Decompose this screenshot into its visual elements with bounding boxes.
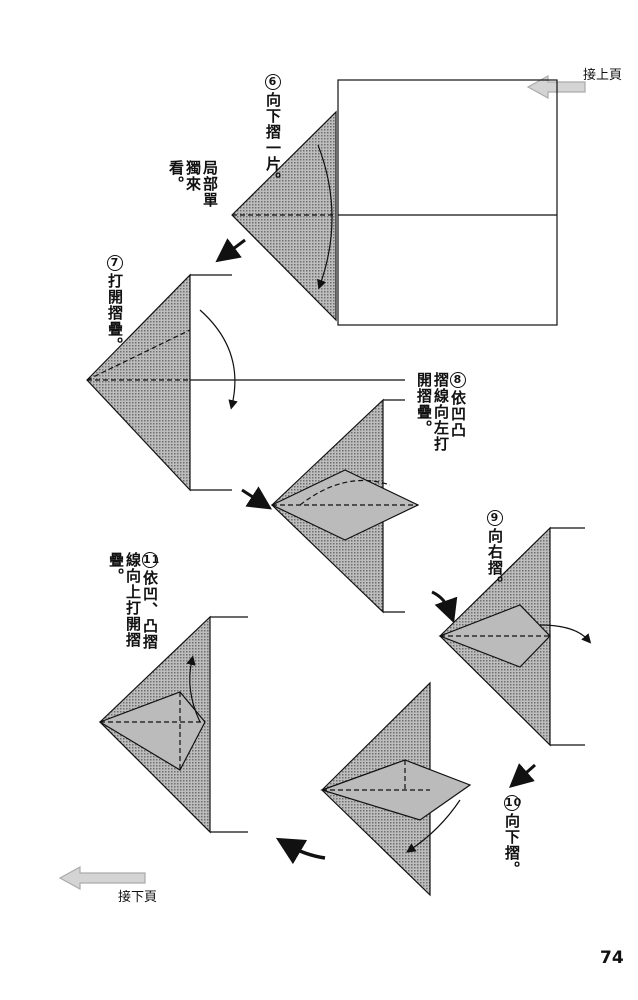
step-10-instruction: 10向下摺。 bbox=[503, 795, 523, 877]
step-8-figure bbox=[270, 398, 420, 614]
step-7-instruction: 7打開摺疊。 bbox=[106, 255, 124, 353]
step-9-figure bbox=[438, 526, 592, 747]
continue-to-next-page-label: 接下頁 bbox=[118, 890, 158, 905]
next-page-arrow-icon bbox=[58, 865, 146, 891]
step-8-instruction: 8依凹凸摺線向左打開摺疊。 bbox=[415, 372, 467, 452]
step-6-figure bbox=[231, 79, 558, 326]
continue-from-previous-page-label: 接上頁 bbox=[583, 68, 623, 83]
detail-view-note: 局部單獨來看。 bbox=[167, 160, 219, 208]
step-6-instruction: 6向下摺一片。 bbox=[264, 74, 282, 188]
page-number: 74 bbox=[600, 948, 624, 968]
step-10-figure bbox=[320, 681, 472, 897]
step-11-instruction: 11依凹、凸摺線向上打開摺疊。 bbox=[107, 552, 161, 650]
step-7-figure bbox=[86, 273, 405, 492]
step-11-figure bbox=[98, 615, 248, 834]
step-9-instruction: 9向右摺。 bbox=[486, 510, 504, 592]
